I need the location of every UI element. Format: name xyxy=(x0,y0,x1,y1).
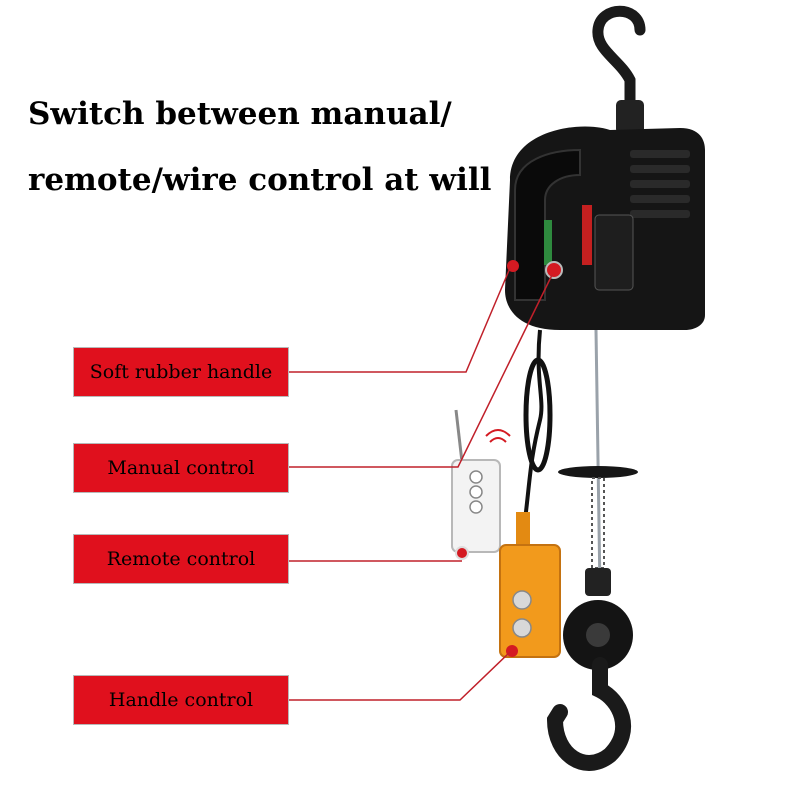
headline-line-1: Switch between manual/ xyxy=(28,96,452,132)
pendant-marker-dot xyxy=(506,645,518,657)
remote-antenna xyxy=(454,409,464,463)
label-handle-control: Handle control xyxy=(73,675,289,725)
wire-rope xyxy=(594,329,602,591)
remote-button-stop xyxy=(469,485,483,499)
stopper-disc xyxy=(558,466,638,478)
remote-button-up xyxy=(469,470,483,484)
label-manual-control: Manual control xyxy=(73,443,289,493)
pendant-cable-gland xyxy=(516,512,530,546)
label-soft-rubber-handle: Soft rubber handle xyxy=(73,347,289,397)
rope-clamp xyxy=(585,568,611,596)
pulley-center xyxy=(586,623,610,647)
pendant-button-up xyxy=(512,590,532,610)
bottom-hook xyxy=(546,657,632,771)
pendant-button-down xyxy=(512,618,532,638)
remote-button-down xyxy=(469,500,483,514)
top-hook xyxy=(592,5,646,116)
leader-lines xyxy=(289,267,553,701)
pendant-cable xyxy=(523,329,544,521)
vent-grille xyxy=(630,150,690,218)
label-remote-control: Remote control xyxy=(73,534,289,584)
cable-coil xyxy=(523,357,553,473)
nameplate xyxy=(594,214,634,291)
headline-line-2: remote/wire control at will xyxy=(28,162,492,198)
manual-marker-dot xyxy=(545,261,563,279)
signal-icon xyxy=(485,429,511,443)
warning-sticker xyxy=(582,205,592,265)
handle-grip-green xyxy=(544,220,552,265)
hoist-handle xyxy=(514,148,581,301)
hook-swivel xyxy=(616,100,644,134)
remote-marker-dot xyxy=(455,546,469,560)
